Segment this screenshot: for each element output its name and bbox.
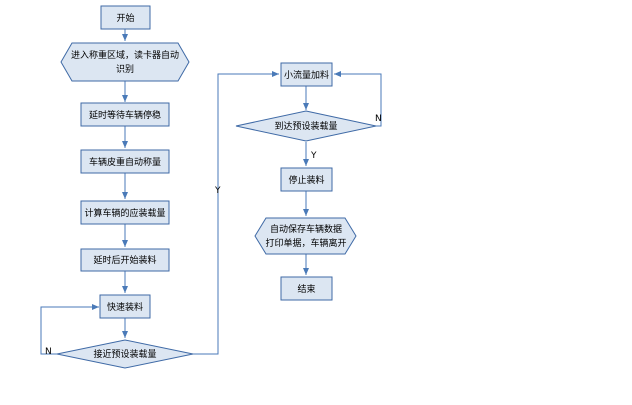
node-reach-preset-decision: 到达预设装载量 [235,110,377,142]
node-enter: 进入称重区域，读卡器自动 识别 [60,42,190,82]
node-delay-start-label: 延时后开始装料 [93,254,156,266]
node-save-data-label-1: 自动保存车辆数据 [270,223,342,235]
node-near-preset-label: 接近预设装载量 [93,348,156,360]
node-calc-load-label: 计算车辆的应装载量 [84,207,165,219]
node-save-data-label-2: 打印单据，车辆离开 [265,237,346,249]
node-enter-label-1: 进入称重区域，读卡器自动 [71,49,179,61]
node-delay-wait: 延时等待车辆停稳 [80,102,170,127]
node-stop-load: 停止装料 [280,167,333,192]
node-end-label: 结束 [297,283,315,295]
node-end: 结束 [280,276,333,301]
near-yes-label: Y [214,186,221,196]
edge-near-no-loop [40,304,99,355]
node-small-flow: 小流量加料 [280,62,333,87]
node-delay-wait-label: 延时等待车辆停稳 [89,109,161,121]
connectors [40,29,382,355]
reach-yes-label: Y [310,151,317,161]
node-tare-weigh: 车辆皮重自动称量 [80,149,170,174]
node-small-flow-label: 小流量加料 [284,69,329,81]
node-fast-load: 快速装料 [99,294,151,319]
node-tare-weigh-label: 车辆皮重自动称量 [89,156,161,168]
edge-reach-no-loop [334,71,382,127]
node-save-data: 自动保存车辆数据 打印单据，车辆离开 [254,217,357,255]
reach-no-label: N [375,114,382,124]
node-fast-load-label: 快速装料 [107,301,143,313]
node-delay-start: 延时后开始装料 [80,248,170,272]
node-enter-label-2: 识别 [116,64,134,75]
edge-near-yes [193,71,279,355]
node-calc-load: 计算车辆的应装载量 [80,200,170,225]
node-start: 开始 [100,5,151,30]
near-no-label: N [45,347,52,357]
node-start-label: 开始 [116,12,134,24]
node-reach-preset-label: 到达预设装载量 [274,120,337,132]
node-stop-load-label: 停止装料 [288,174,324,186]
node-near-preset-decision: 接近预设装载量 [56,339,194,369]
